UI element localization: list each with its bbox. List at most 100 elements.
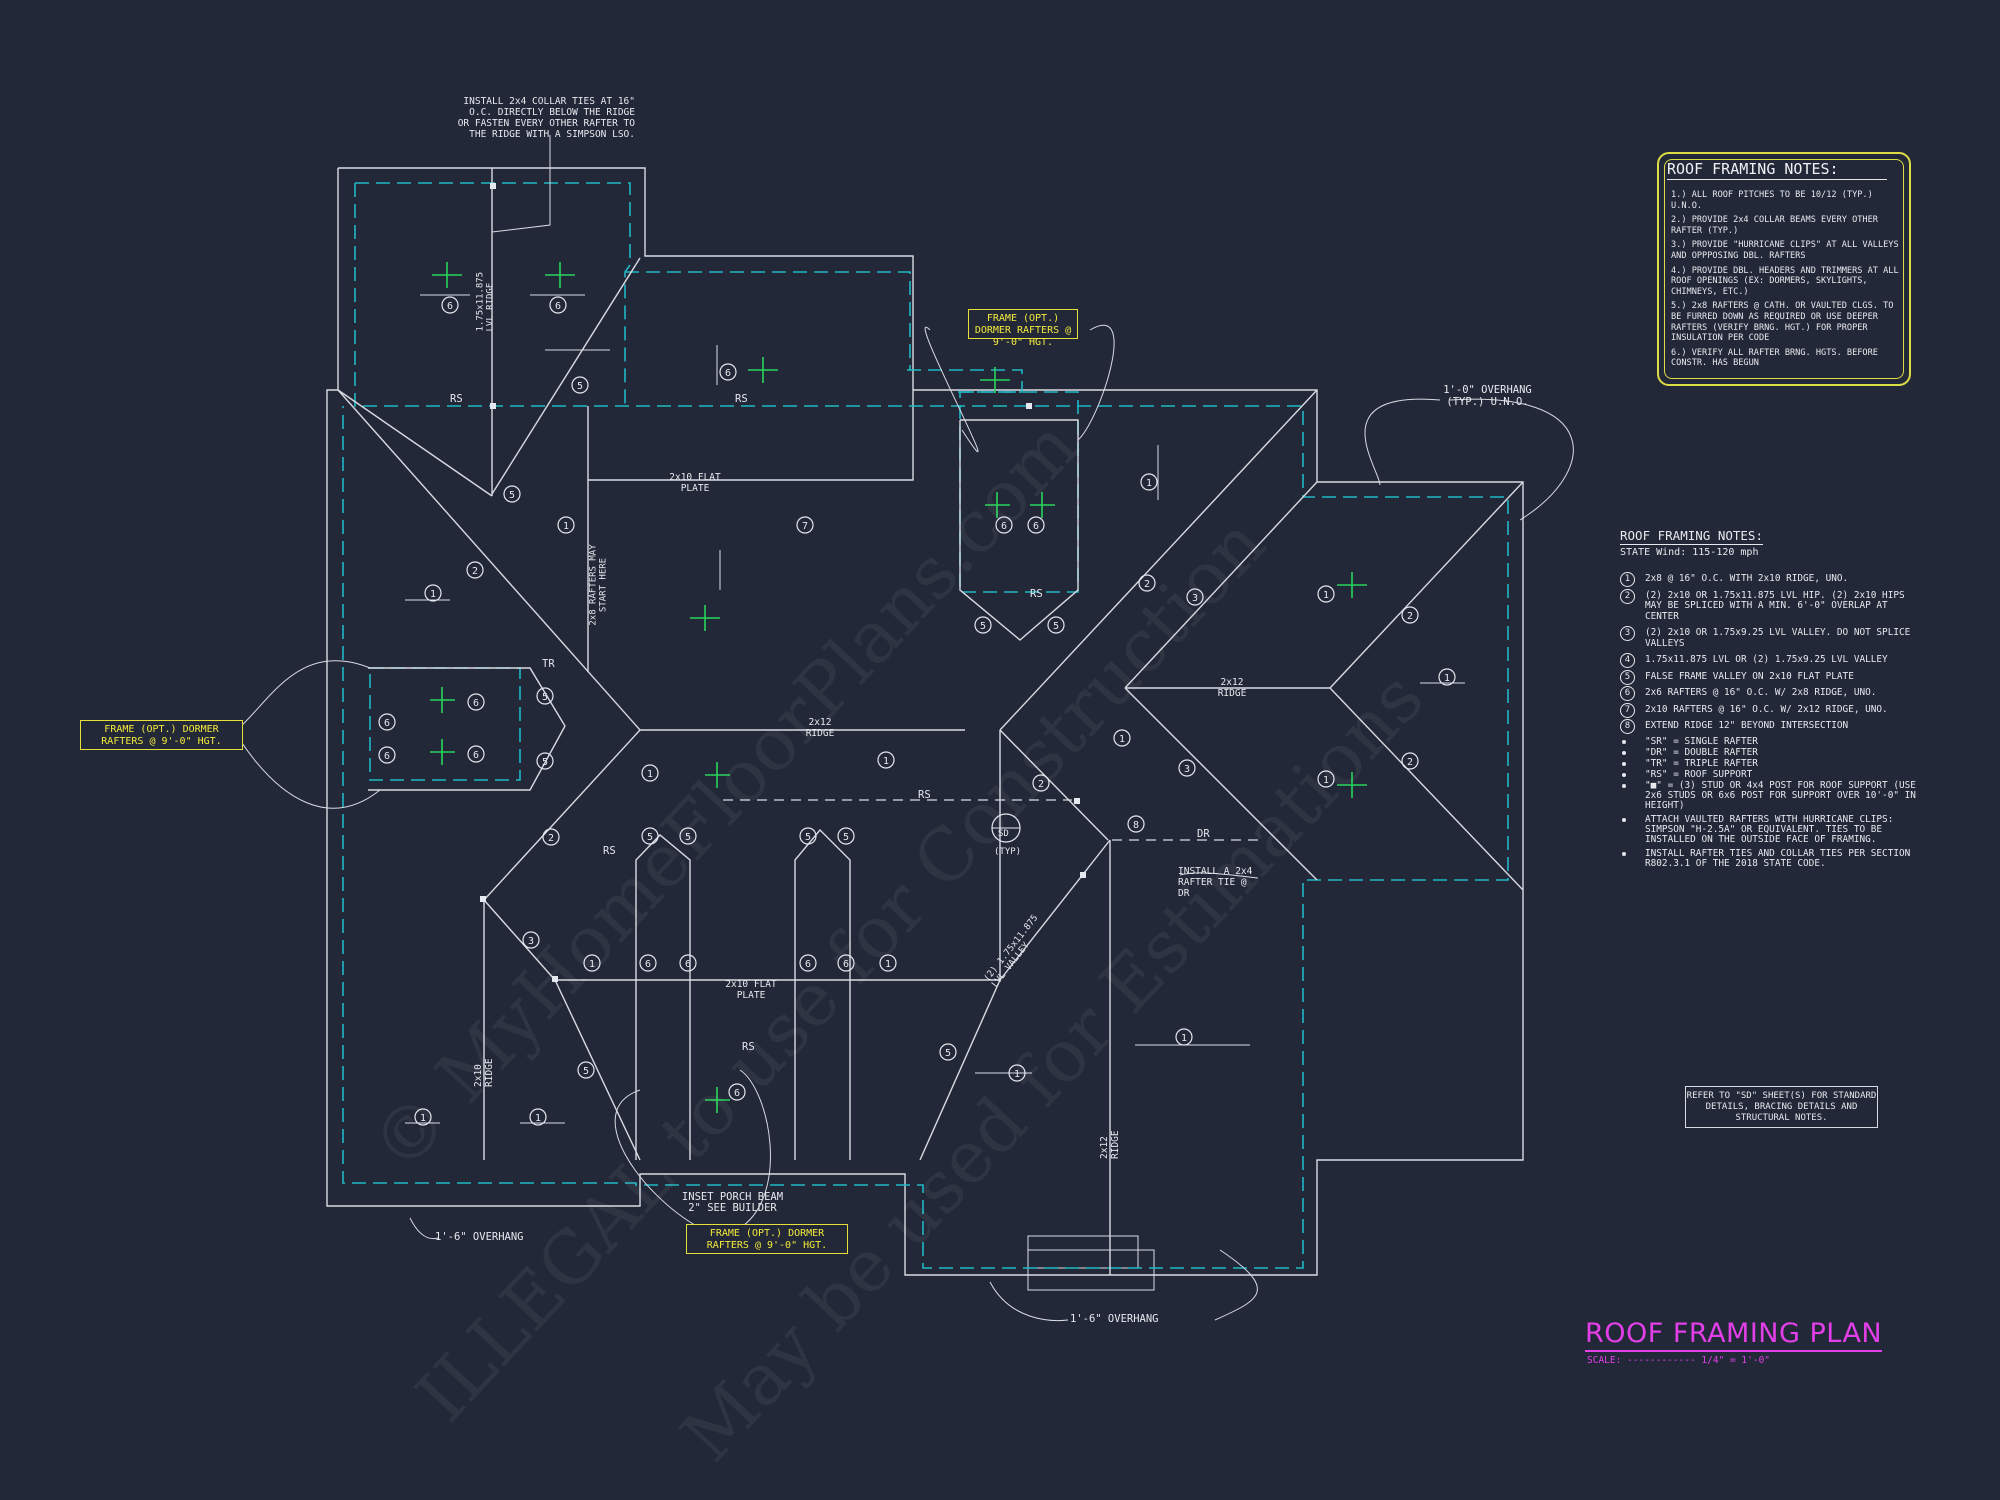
svg-text:5: 5 — [542, 757, 548, 768]
refer-sd-note: REFER TO "SD" SHEET(S) FOR STANDARD DETA… — [1685, 1086, 1878, 1128]
marker-1: 1 — [1140, 473, 1158, 491]
marker-5: 5 — [503, 485, 521, 503]
legend-bullet: "■" = (3) STUD OR 4x4 POST FOR ROOF SUPP… — [1620, 780, 1920, 811]
svg-text:RS: RS — [918, 789, 931, 801]
marker-1: 1 — [1175, 1028, 1193, 1046]
marker-5: 5 — [536, 752, 554, 770]
marker-1: 1 — [1317, 770, 1335, 788]
svg-text:1: 1 — [1181, 1033, 1187, 1044]
marker-6: 6 — [679, 954, 697, 972]
marker-2: 2 — [542, 828, 560, 846]
svg-text:3: 3 — [1184, 764, 1190, 775]
svg-text:6: 6 — [555, 301, 561, 312]
legend-bullet: "SR" = SINGLE RAFTER — [1620, 736, 1920, 747]
marker-6: 6 — [378, 713, 396, 731]
svg-text:1: 1 — [420, 1113, 426, 1124]
notes-panel-item: 1.) ALL ROOF PITCHES TO BE 10/12 (TYP.) … — [1671, 190, 1873, 211]
marker-6: 6 — [1027, 516, 1045, 534]
marker-1: 1 — [877, 751, 895, 769]
svg-text:TR: TR — [542, 658, 555, 670]
ridge-bottom-right-label: 2x12 RIDGE — [1099, 1130, 1121, 1159]
notes-panel-item: 4.) PROVIDE DBL. HEADERS AND TRIMMERS AT… — [1671, 265, 1899, 297]
svg-text:DR: DR — [1197, 828, 1210, 840]
marker-5: 5 — [837, 827, 855, 845]
marker-7: 7 — [796, 516, 814, 534]
marker-3: 3 — [1186, 588, 1204, 606]
notes-panel-inner-border — [1664, 159, 1904, 379]
marker-5: 5 — [571, 376, 589, 394]
svg-text:6: 6 — [1001, 521, 1007, 532]
marker-3: 3 — [522, 931, 540, 949]
svg-text:5: 5 — [583, 1066, 589, 1077]
marker-6: 6 — [719, 363, 737, 381]
rafters-start-label: 2x8 RAFTERS MAY START HERE — [588, 544, 609, 626]
inset-porch-label: INSET PORCH BEAM 2" SEE BUILDER — [681, 1191, 784, 1214]
svg-text:1: 1 — [1146, 478, 1152, 489]
legend-bullet: "DR" = DOUBLE RAFTER — [1620, 747, 1920, 758]
svg-text:6: 6 — [447, 301, 453, 312]
marker-5: 5 — [799, 827, 817, 845]
svg-text:2: 2 — [1038, 779, 1044, 790]
svg-text:1: 1 — [430, 589, 436, 600]
svg-text:1: 1 — [1323, 775, 1329, 786]
svg-text:6: 6 — [384, 718, 390, 729]
notes-panel-item: 5.) 2x8 RAFTERS @ CATH. OR VAULTED CLGS.… — [1671, 301, 1894, 344]
svg-text:6: 6 — [734, 1088, 740, 1099]
marker-1: 1 — [1008, 1064, 1026, 1082]
dormer-bottom-callout: FRAME (OPT.) DORMER RAFTERS @ 9'-0" HGT. — [686, 1224, 848, 1254]
rafter-arrows — [405, 294, 1465, 1124]
svg-text:1: 1 — [589, 959, 595, 970]
svg-text:6: 6 — [473, 698, 479, 709]
marker-2: 2 — [1401, 606, 1419, 624]
marker-6: 6 — [467, 745, 485, 763]
sd-marker — [991, 813, 1021, 843]
overhang-typ-label: 1'-0" OVERHANG (TYP.) U.N.O. — [1443, 384, 1532, 408]
post-markers — [480, 183, 1086, 982]
pitch-markers — [430, 262, 1367, 1113]
hip-valley-lines — [337, 168, 1524, 1275]
svg-text:5: 5 — [1053, 621, 1059, 632]
svg-text:RS: RS — [603, 845, 616, 857]
ridge-center-label: 2x12 RIDGE — [805, 717, 835, 739]
marker-1: 1 — [557, 516, 575, 534]
rafter-tie-label: INSTALL A 2x4 RAFTER TIE @ DR — [1178, 866, 1253, 899]
svg-text:2: 2 — [472, 566, 478, 577]
svg-text:2: 2 — [548, 833, 554, 844]
marker-5: 5 — [577, 1061, 595, 1079]
svg-text:1: 1 — [1323, 590, 1329, 601]
marker-1: 1 — [1438, 668, 1456, 686]
marker-1: 1 — [1113, 729, 1131, 747]
svg-text:2: 2 — [1407, 611, 1413, 622]
marker-1: 1 — [879, 954, 897, 972]
roof-framing-notes-panel: ROOF FRAMING NOTES: 1.) ALL ROOF PITCHES… — [1657, 152, 1911, 386]
plan-scale: SCALE: ------------ 1/4" = 1'-0" — [1587, 1355, 1771, 1366]
svg-text:RS: RS — [1030, 588, 1043, 600]
dormer-top-callout: FRAME (OPT.) DORMER RAFTERS @ 9'-0" HGT. — [968, 309, 1078, 348]
dormers — [368, 419, 1260, 1160]
svg-text:RS: RS — [450, 393, 463, 405]
svg-text:1: 1 — [1014, 1069, 1020, 1080]
svg-text:6: 6 — [805, 959, 811, 970]
legend-bullet: "TR" = TRIPLE RAFTER — [1620, 758, 1920, 769]
marker-1: 1 — [641, 764, 659, 782]
marker-2: 2 — [1032, 774, 1050, 792]
legend-bullet: INSTALL RAFTER TIES AND COLLAR TIES PER … — [1620, 848, 1920, 869]
svg-text:1: 1 — [1444, 673, 1450, 684]
svg-text:6: 6 — [685, 959, 691, 970]
marker-2: 2 — [466, 561, 484, 579]
ridge-bottom-left-label: 2x10 RIDGE — [473, 1058, 495, 1087]
marker-1: 1 — [583, 954, 601, 972]
svg-text:6: 6 — [1033, 521, 1039, 532]
marker-3: 3 — [1178, 759, 1196, 777]
marker-1: 1 — [424, 584, 442, 602]
marker-1: 1 — [414, 1108, 432, 1126]
marker-5: 5 — [536, 687, 554, 705]
flat-plate-bottom-label: 2x10 FLAT PLATE — [725, 979, 777, 1001]
plan-labels: RS RS TR RS RS DR RS RS — [450, 393, 1210, 1053]
collar-ties-note: INSTALL 2x4 COLLAR TIES AT 16" O.C. DIRE… — [457, 96, 635, 140]
legend-bullet: "RS" = ROOF SUPPORT — [1620, 769, 1920, 780]
dormer-left-callout: FRAME (OPT.) DORMER RAFTERS @ 9'-0" HGT. — [80, 720, 243, 750]
notes-panel-item: 2.) PROVIDE 2x4 COLLAR BEAMS EVERY OTHER… — [1671, 215, 1878, 236]
